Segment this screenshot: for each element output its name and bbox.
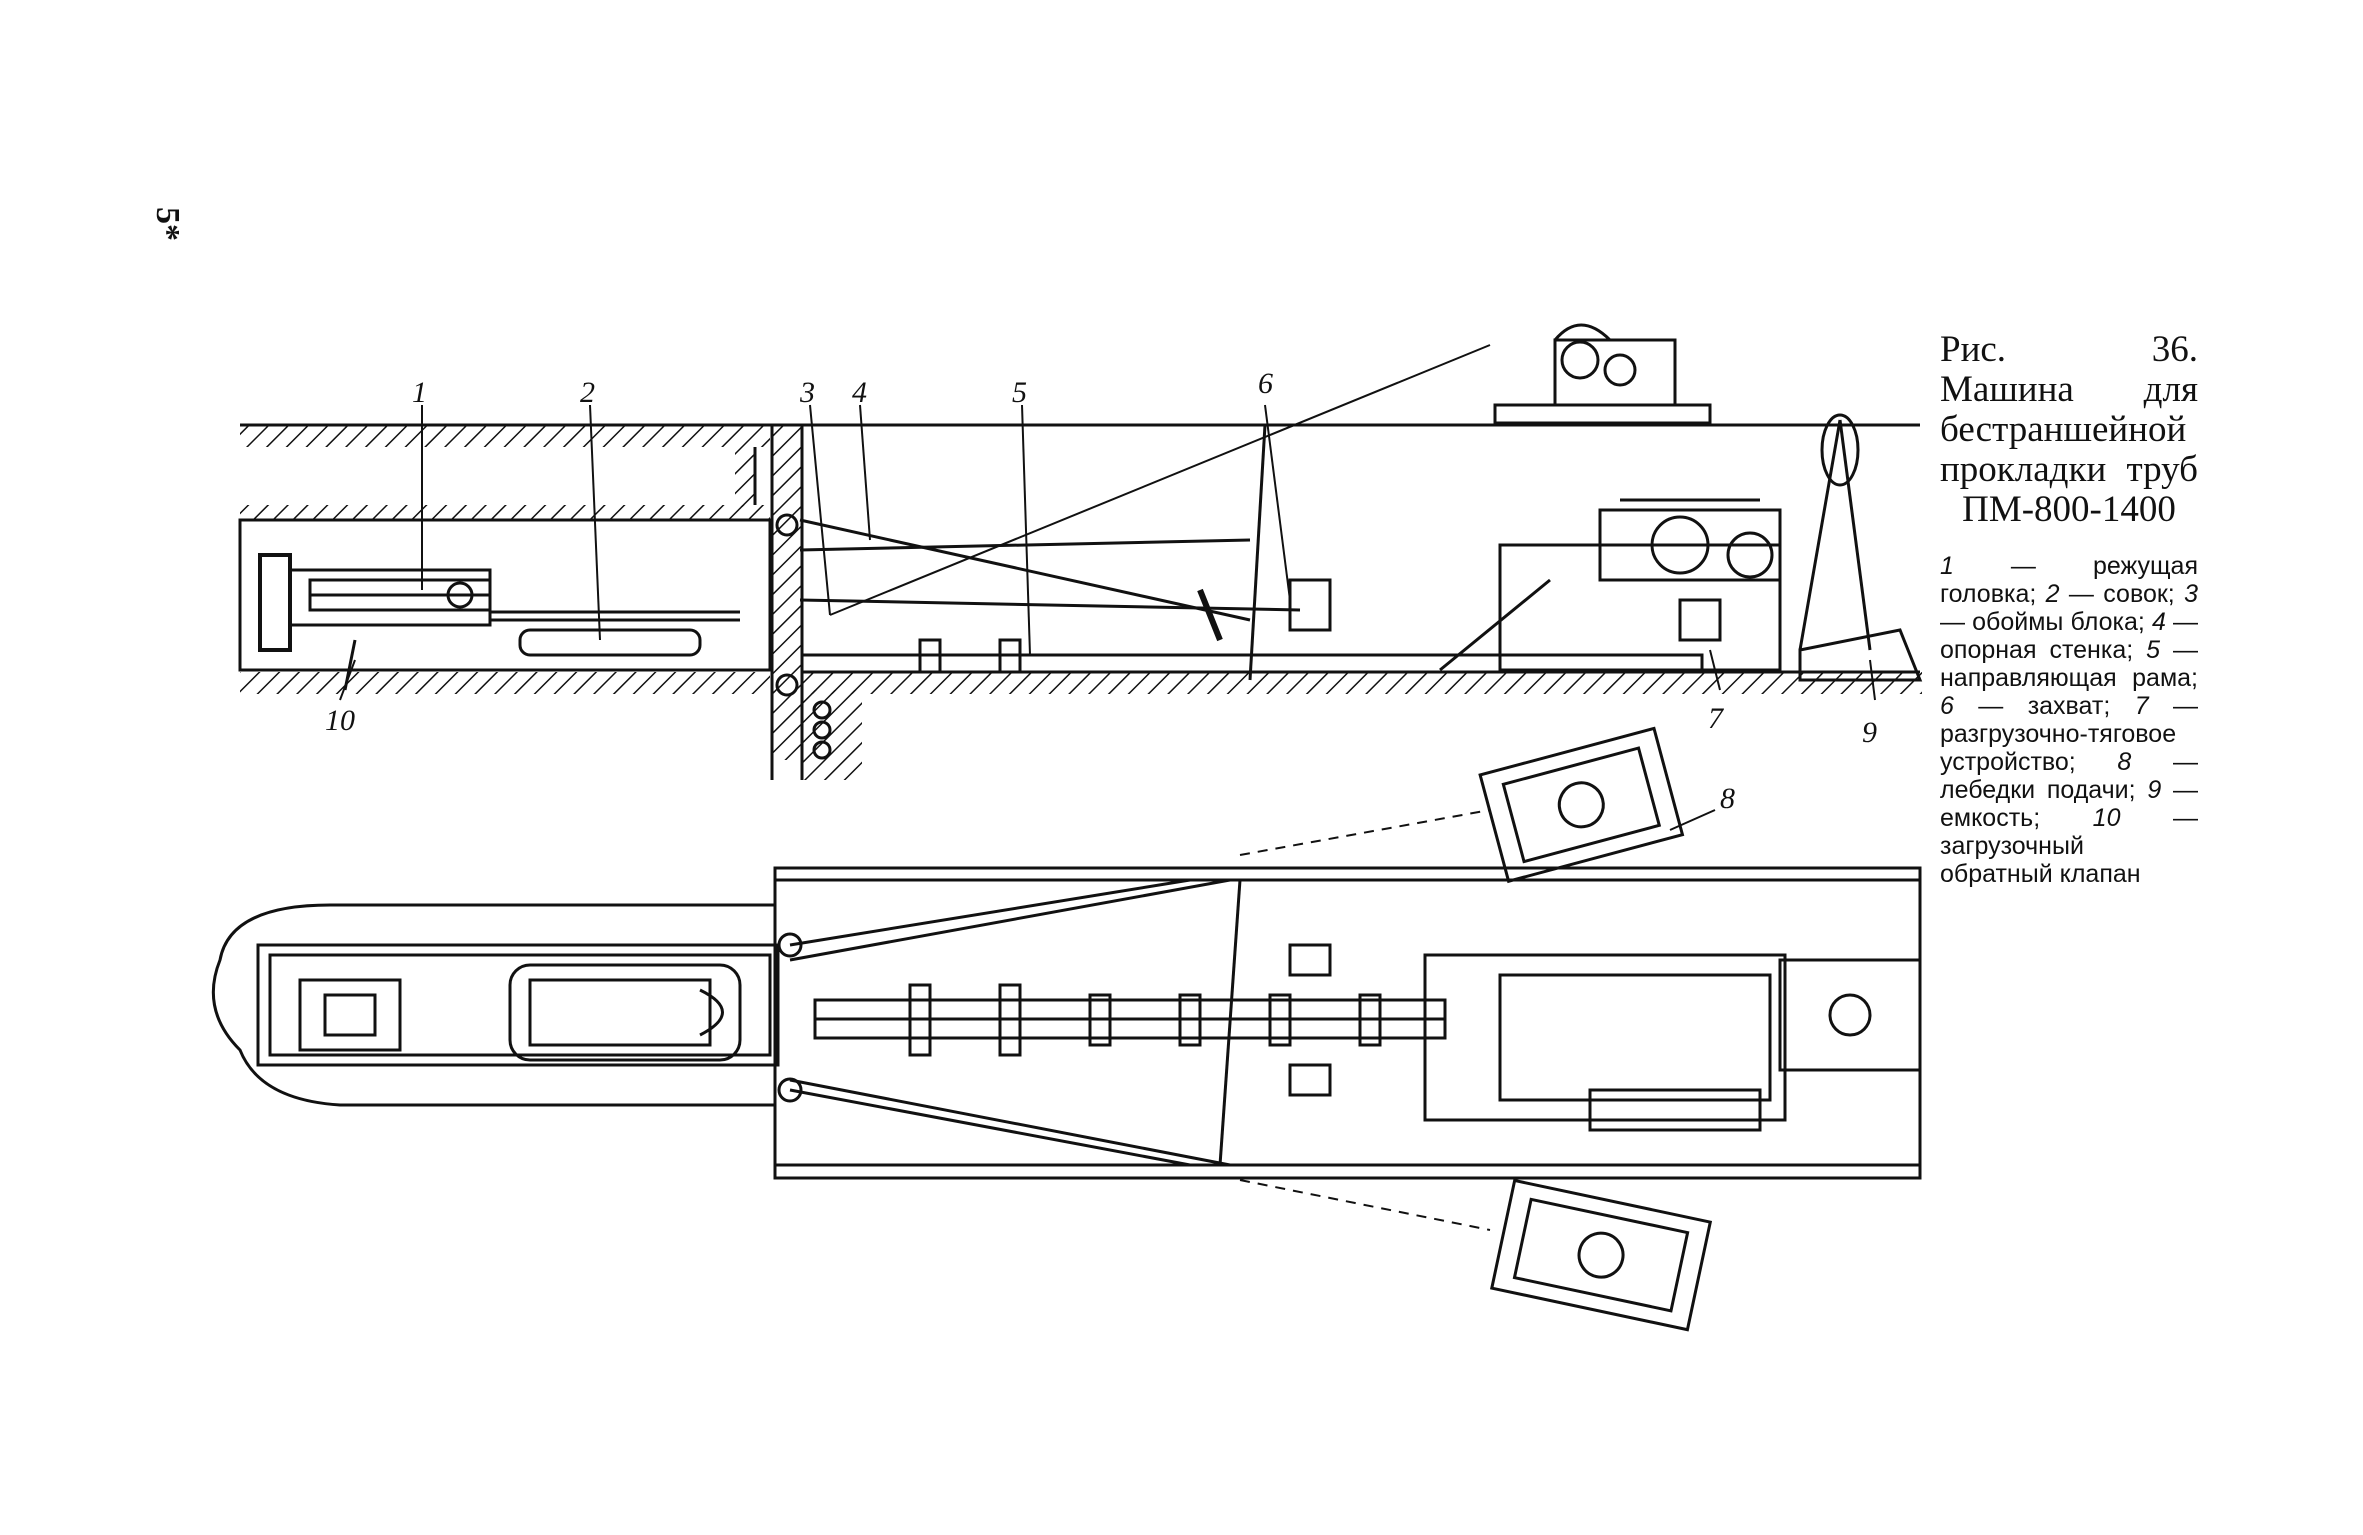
legend-item: 2 — совок; [2045, 580, 2185, 608]
legend-item: 9 — емкость; [1940, 776, 2198, 832]
callout-4: 4 [852, 376, 867, 409]
side-view [238, 323, 1923, 780]
support-wall-strut-1 [799, 518, 1251, 622]
soil-hatch-right [735, 447, 755, 507]
strut-plan-1 [789, 878, 1191, 947]
surface-winch [1493, 323, 1712, 425]
legend-item: 6 — захват; [1940, 692, 2135, 720]
scoop-plan [508, 963, 742, 1062]
callout-2: 2 [580, 376, 595, 409]
machine-drawing: 1 2 3 4 5 6 7 8 9 10 [211, 323, 1923, 1332]
callout-6: 6 [1258, 367, 1273, 400]
callout-9: 9 [1862, 716, 1877, 749]
figure-legend: 1 — режущая головка; 2 — совок; 3 — обой… [1940, 552, 2198, 888]
plan-view [211, 726, 1922, 1332]
pit-floor-hatch [802, 672, 1922, 694]
callout-8: 8 [1720, 782, 1735, 815]
scoop [518, 628, 702, 657]
legend-item: 1 — режущая головка; [1940, 552, 2198, 608]
legend-item: 5 — направляющая рама; [1940, 636, 2198, 692]
bore-outline-plan [211, 903, 775, 1107]
callout-leaders [339, 404, 1876, 831]
launch-pit-wall-left [772, 425, 802, 760]
callout-7: 7 [1708, 702, 1725, 735]
tank [1798, 628, 1923, 682]
ground-hatch-left [240, 425, 770, 447]
legend-item: 7 — разгрузочно-тяговое устройство; [1940, 692, 2198, 776]
casing-plan [256, 943, 780, 1067]
tunnel-hatch-bottom [240, 672, 770, 694]
unloading-device-plan [1423, 953, 1787, 1122]
legend-item: 8 — лебедки подачи; [1940, 748, 2198, 804]
feed-winch-lower [1490, 1178, 1713, 1332]
gripper [1288, 578, 1332, 632]
legend-item: 10 — загрузочный обратный клапан [1940, 804, 2198, 888]
callout-1: 1 [412, 376, 427, 409]
hoist-tripod [1798, 419, 1842, 651]
cutting-head-body [288, 568, 492, 627]
strut-plan-2 [789, 1088, 1191, 1167]
cable-to-winch [829, 344, 1491, 616]
support-wall-strut-2 [799, 538, 1251, 552]
cutting-head-plan [298, 978, 402, 1052]
callout-5: 5 [1012, 376, 1027, 409]
legend-item: 4 — опорная стенка; [1940, 608, 2198, 664]
callout-3: 3 [799, 376, 815, 409]
feed-winch-upper [1478, 726, 1685, 884]
figure-title: Рис. 36. Машина для бестраншейной прокла… [1940, 329, 2198, 530]
legend-item: 3 — обоймы блока; [1940, 580, 2198, 636]
figure-caption: Рис. 36. Машина для бестраншейной прокла… [1940, 329, 2198, 889]
callout-labels: 1 2 3 4 5 6 7 8 9 10 [325, 367, 1877, 815]
cutting-head [258, 553, 292, 652]
callout-10: 10 [325, 704, 355, 737]
unloading-traction-device [1439, 498, 1782, 672]
tunnel-hatch-top [240, 505, 770, 520]
